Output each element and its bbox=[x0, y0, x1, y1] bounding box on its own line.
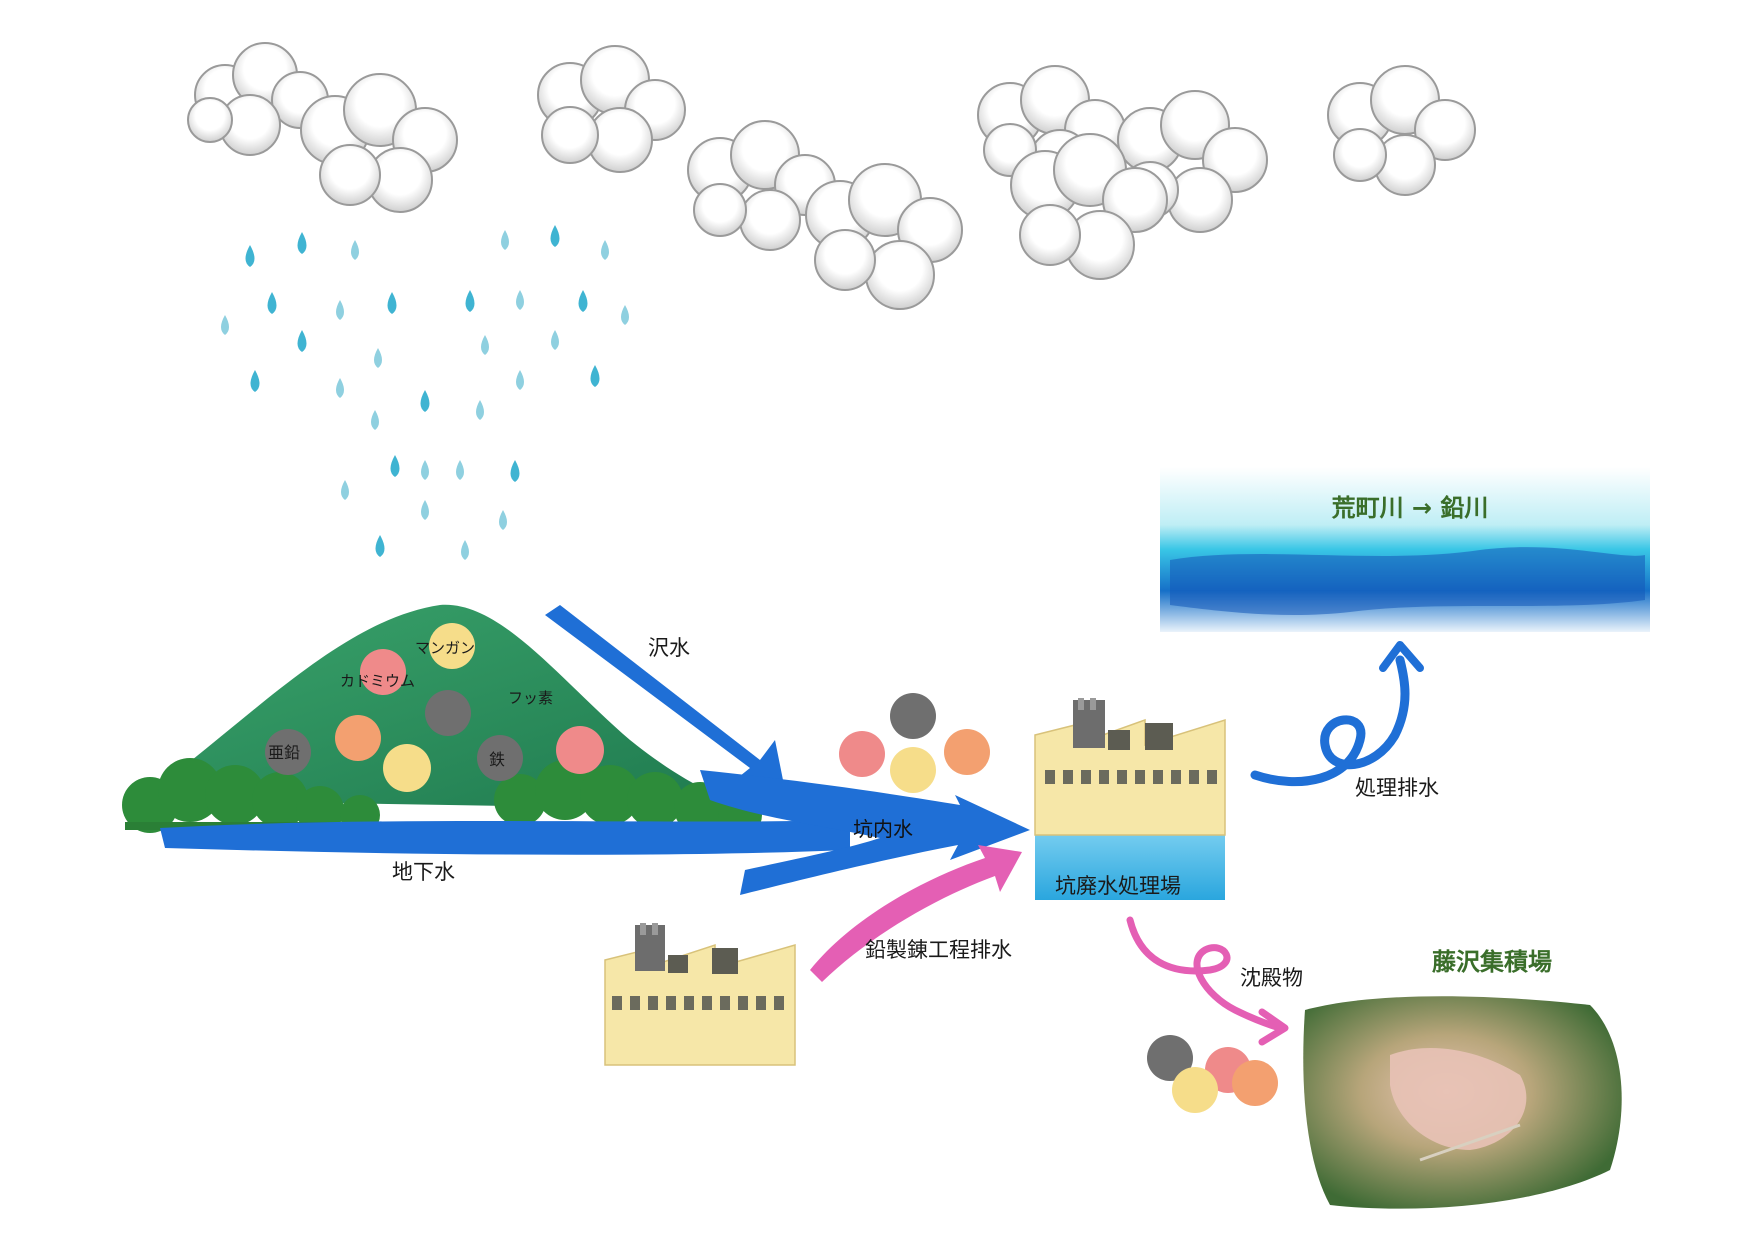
river-name: 荒町川 → 鉛川 bbox=[1332, 494, 1489, 522]
raindrop-icon bbox=[510, 460, 520, 482]
raindrop-icon bbox=[421, 460, 429, 480]
raindrop-icon bbox=[516, 290, 524, 310]
label-chikasui: 地下水 bbox=[392, 860, 455, 884]
raindrop-icon bbox=[387, 292, 397, 314]
element-ball-yellow bbox=[1172, 1067, 1218, 1113]
element-ball-gray bbox=[425, 690, 471, 736]
raindrop-icon bbox=[420, 390, 430, 412]
element-ball-pink bbox=[556, 726, 604, 774]
element-ball-gray bbox=[265, 729, 311, 775]
raindrop-icon bbox=[456, 460, 464, 480]
raindrop-icon bbox=[351, 240, 359, 260]
label-fluorine: フッ素 bbox=[508, 689, 553, 707]
element-ball-yellow bbox=[429, 623, 475, 669]
label-shori-haisui: 処理排水 bbox=[1355, 776, 1439, 800]
raindrop-icon bbox=[481, 335, 489, 355]
cloud-icon bbox=[1327, 65, 1476, 196]
raindrop-icon bbox=[550, 225, 560, 247]
raindrop-icon bbox=[601, 240, 609, 260]
flow-element-balls bbox=[839, 693, 990, 793]
raindrop-icon bbox=[421, 500, 429, 520]
cloud-icon bbox=[537, 45, 686, 173]
raindrop-icon bbox=[621, 305, 629, 325]
raindrop-icon bbox=[551, 330, 559, 350]
water-flows bbox=[160, 605, 1030, 895]
raindrop-icon bbox=[341, 480, 349, 500]
kounaisui-arrow bbox=[700, 770, 1030, 895]
raindrop-icon bbox=[297, 330, 307, 352]
raindrop-icon bbox=[336, 378, 344, 398]
label-sawamizu: 沢水 bbox=[648, 636, 690, 660]
sediment-balls bbox=[1147, 1035, 1278, 1113]
chindenbutsu-arrow bbox=[1126, 916, 1284, 1032]
element-ball-gray bbox=[1147, 1035, 1193, 1081]
label-kounaisui: 坑内水 bbox=[853, 817, 913, 841]
sawamizu-arrow bbox=[545, 605, 785, 790]
raindrop-icon bbox=[590, 365, 600, 387]
raindrop-icon bbox=[501, 230, 509, 250]
element-ball-yellow bbox=[890, 747, 936, 793]
raindrop-icon bbox=[297, 232, 307, 254]
label-manganese: マンガン bbox=[415, 639, 475, 657]
cloud-icon bbox=[187, 42, 329, 156]
element-ball-orange bbox=[944, 729, 990, 775]
clouds bbox=[187, 42, 1476, 310]
river-panel bbox=[1160, 467, 1650, 632]
raindrop-icon bbox=[267, 292, 277, 314]
raindrops bbox=[221, 225, 629, 560]
element-ball-gray bbox=[477, 735, 523, 781]
pink-flow bbox=[810, 845, 1022, 982]
raindrop-icon bbox=[374, 348, 382, 368]
tailings-yard-image bbox=[1303, 996, 1622, 1209]
yard-title: 藤沢集積場 bbox=[1432, 948, 1552, 976]
element-ball-orange bbox=[1232, 1060, 1278, 1106]
element-ball-gray bbox=[890, 693, 936, 739]
raindrop-icon bbox=[390, 455, 400, 477]
raindrop-icon bbox=[245, 245, 255, 267]
label-chindenbutsu: 沈殿物 bbox=[1240, 966, 1303, 990]
seiren-haisui-arrow bbox=[810, 845, 1022, 982]
raindrop-icon bbox=[465, 290, 475, 312]
label-iron: 鉄 bbox=[489, 750, 505, 769]
raindrop-icon bbox=[375, 535, 385, 557]
label-shorijo: 坑廃水処理場 bbox=[1055, 874, 1181, 898]
raindrop-icon bbox=[476, 400, 484, 420]
raindrop-icon bbox=[499, 510, 507, 530]
smelting-factory bbox=[604, 923, 796, 1066]
cloud-icon bbox=[300, 73, 458, 213]
label-cadmium: カドミウム bbox=[340, 672, 415, 690]
treatment-plant-factory bbox=[1034, 698, 1226, 900]
cloud-icon bbox=[805, 163, 963, 310]
raindrop-icon bbox=[516, 370, 524, 390]
mountain-element-balls bbox=[265, 623, 604, 792]
element-ball-orange bbox=[335, 715, 381, 761]
raindrop-icon bbox=[371, 410, 379, 430]
raindrop-icon bbox=[336, 300, 344, 320]
element-ball-pink bbox=[839, 731, 885, 777]
shori-haisui-arrow bbox=[1250, 655, 1410, 786]
raindrop-icon bbox=[221, 315, 229, 335]
element-ball-yellow bbox=[383, 744, 431, 792]
raindrop-icon bbox=[578, 290, 588, 312]
raindrop-icon bbox=[250, 370, 260, 392]
label-zinc: 亜鉛 bbox=[268, 743, 300, 762]
raindrop-icon bbox=[461, 540, 469, 560]
chikasui-band bbox=[160, 820, 850, 855]
element-ball-pink bbox=[360, 649, 406, 695]
cloud-icon bbox=[1010, 133, 1168, 280]
label-seiren-haisui: 鉛製錬工程排水 bbox=[865, 938, 1012, 962]
